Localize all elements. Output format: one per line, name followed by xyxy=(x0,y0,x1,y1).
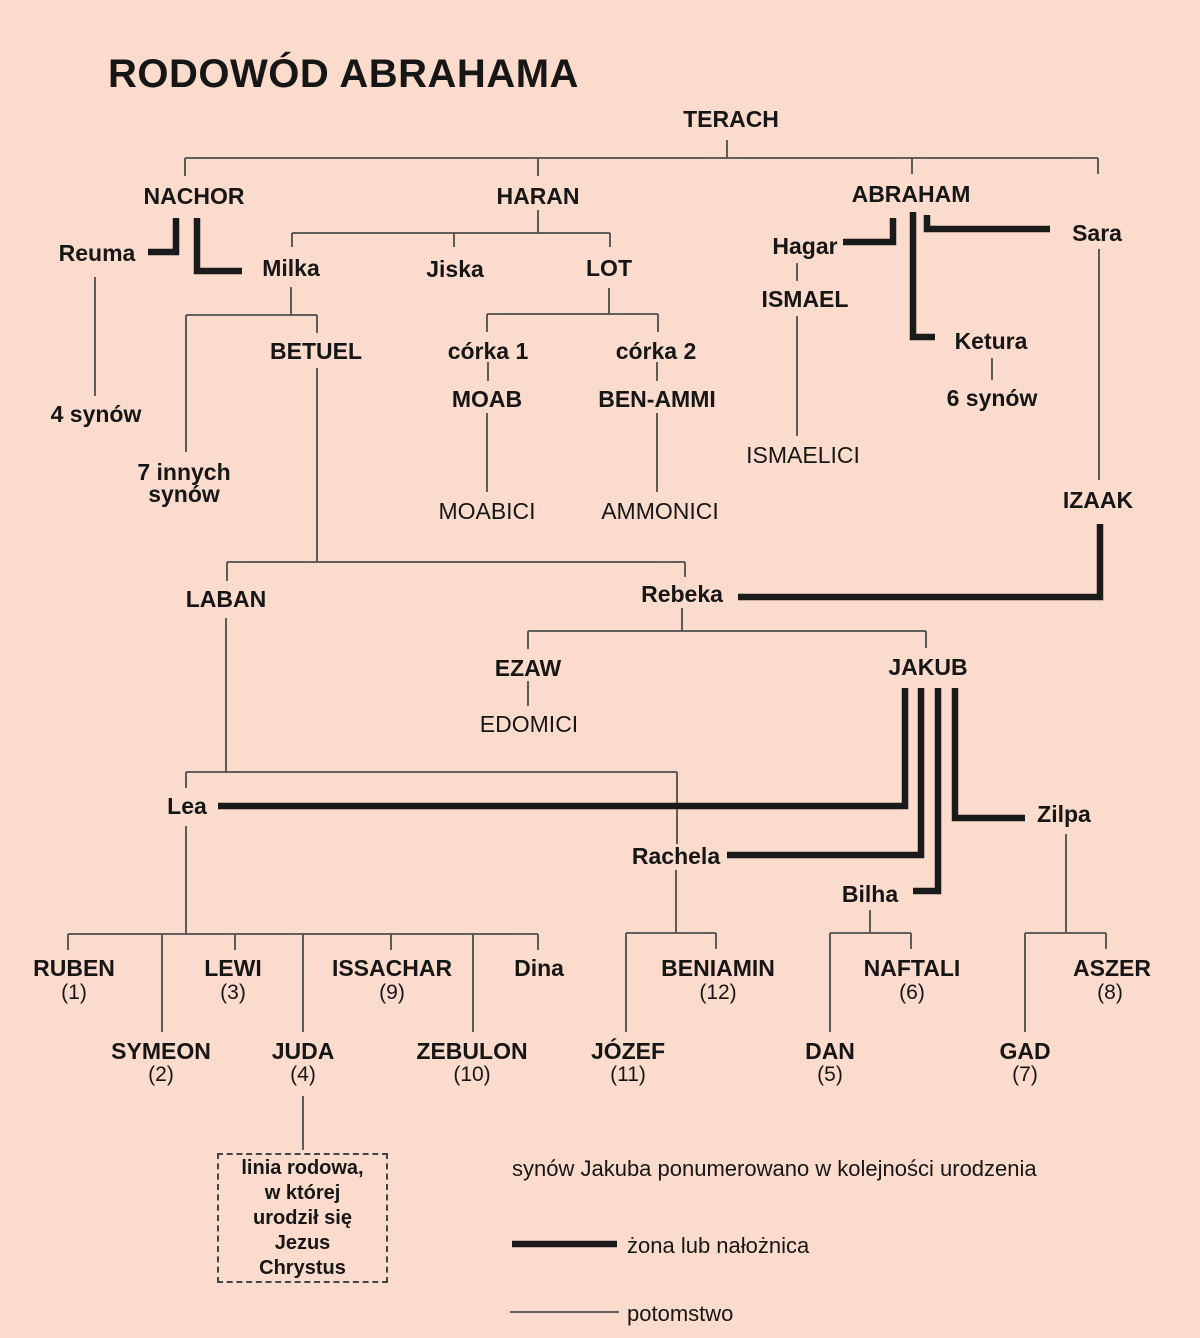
num-zebulon: (10) xyxy=(453,1063,491,1086)
node-bilha: Bilha xyxy=(841,881,899,907)
node-ben-ammi: BEN-AMMI xyxy=(598,386,716,412)
num-ruben: (1) xyxy=(61,981,87,1004)
legend-thick-line-label: żona lub nałożnica xyxy=(627,1233,810,1258)
node-terach: TERACH xyxy=(683,106,779,132)
num-symeon: (2) xyxy=(148,1063,174,1086)
num-naftali: (6) xyxy=(899,981,925,1004)
node-gad: GAD xyxy=(999,1038,1051,1064)
node-moabici: MOABICI xyxy=(438,498,536,524)
node-rebeka: Rebeka xyxy=(641,581,723,607)
node-ruben: RUBEN xyxy=(33,955,115,981)
node-ammonici: AMMONICI xyxy=(601,498,719,524)
node-beniamin: BENIAMIN xyxy=(661,955,775,981)
node-lea: Lea xyxy=(167,793,207,819)
page-title: RODOWÓD ABRAHAMA xyxy=(108,52,579,96)
node-juda: JUDA xyxy=(271,1038,335,1064)
note-line-4: Jezus xyxy=(274,1231,331,1254)
descendant-lines xyxy=(67,140,1107,1313)
num-dan: (5) xyxy=(817,1063,843,1086)
node-hagar: Hagar xyxy=(772,233,838,259)
num-jozef: (11) xyxy=(610,1063,646,1086)
node-ismael: ISMAEL xyxy=(761,286,849,312)
node-jiska: Jiska xyxy=(426,256,484,282)
node-edomici: EDOMICI xyxy=(479,711,579,737)
node-zilpa: Zilpa xyxy=(1037,801,1091,827)
marriage-lines xyxy=(148,212,1104,1248)
note-line-5: Chrystus xyxy=(259,1256,346,1279)
num-beniamin: (12) xyxy=(699,981,737,1004)
node-haran: HARAN xyxy=(496,183,580,209)
node-ismaelici: ISMAELICI xyxy=(746,442,860,468)
node-sara: Sara xyxy=(1072,220,1122,246)
node-6-sons: 6 synów xyxy=(946,385,1038,411)
note-line-3: urodził się xyxy=(253,1206,352,1229)
node-moab: MOAB xyxy=(451,386,523,412)
node-betuel: BETUEL xyxy=(270,338,362,364)
node-corka-2: córka 2 xyxy=(615,338,697,364)
num-aszer: (8) xyxy=(1097,981,1123,1004)
note-line-2: w której xyxy=(264,1181,341,1204)
node-corka-1: córka 1 xyxy=(447,338,529,364)
node-lewi: LEWI xyxy=(204,955,262,981)
jesus-lineage-note-box: linia rodowa, w której urodził się Jezus… xyxy=(217,1153,388,1283)
node-nachor: NACHOR xyxy=(143,183,245,209)
node-zebulon: ZEBULON xyxy=(416,1038,528,1064)
node-reuma: Reuma xyxy=(58,240,136,266)
node-4-sons: 4 synów xyxy=(50,401,142,427)
node-abraham: ABRAHAM xyxy=(851,181,971,207)
node-ezaw: EZAW xyxy=(494,655,562,681)
node-jakub: JAKUB xyxy=(888,654,968,680)
node-rachela: Rachela xyxy=(631,843,721,869)
node-symeon: SYMEON xyxy=(111,1038,211,1064)
seven-sons-line2: synów xyxy=(148,481,220,507)
node-issachar: ISSACHAR xyxy=(331,955,453,981)
node-aszer: ASZER xyxy=(1073,955,1151,981)
num-juda: (4) xyxy=(290,1063,316,1086)
node-dina: Dina xyxy=(514,955,564,981)
node-jozef: JÓZEF xyxy=(590,1038,666,1064)
node-laban: LABAN xyxy=(185,586,267,612)
node-izaak: IZAAK xyxy=(1062,487,1134,513)
node-milka: Milka xyxy=(262,255,320,281)
legend-caption: synów Jakuba ponumerowano w kolejności u… xyxy=(512,1156,1037,1181)
note-line-1: linia rodowa, xyxy=(241,1156,364,1179)
node-ketura: Ketura xyxy=(954,328,1028,354)
num-gad: (7) xyxy=(1012,1063,1038,1086)
node-dan: DAN xyxy=(805,1038,855,1064)
legend-thin-line-label: potomstwo xyxy=(627,1301,734,1326)
seven-sons-line1: 7 innych xyxy=(137,459,231,485)
node-lot: LOT xyxy=(586,255,632,281)
node-naftali: NAFTALI xyxy=(863,955,961,981)
num-lewi: (3) xyxy=(220,981,246,1004)
num-issachar: (9) xyxy=(379,981,405,1004)
